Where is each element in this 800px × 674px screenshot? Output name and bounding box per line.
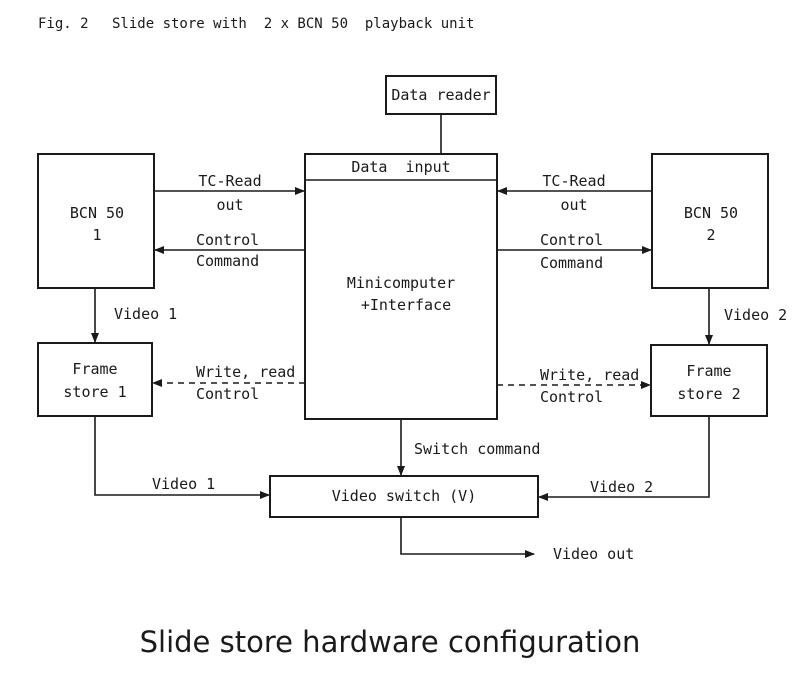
frame-store-2-number: store 2 (677, 385, 740, 403)
frame-store-2-box (650, 344, 768, 417)
frame-store-2-label: Frame (686, 362, 731, 380)
control-right-sub: Command (540, 254, 603, 272)
write-read-left-label: Write, read (196, 363, 295, 381)
tc-read-left-label: TC-Read (198, 172, 261, 190)
bcn50-1-label: BCN 50 (70, 204, 124, 222)
tc-read-right-label: TC-Read (542, 172, 605, 190)
bcn50-2-number: 2 (706, 226, 715, 244)
interface-label: +Interface (361, 296, 451, 314)
video-1-to-switch-label: Video 1 (152, 475, 215, 493)
video-out-arrow (400, 517, 535, 558)
frame-store-1-label: Frame (72, 360, 117, 378)
tc-read-left-sub: out (216, 196, 243, 214)
video-2-down-label: Video 2 (724, 306, 787, 324)
write-read-right-label: Write, read (540, 366, 639, 384)
video-out-label: Video out (553, 545, 634, 563)
bcn50-2-box (651, 153, 769, 289)
video-2-to-switch-label: Video 2 (590, 478, 653, 496)
data-input-label: Data input (351, 158, 450, 176)
write-read-right-sub: Control (540, 388, 603, 406)
control-left-sub: Command (196, 252, 259, 270)
video-1-down-label: Video 1 (114, 305, 177, 323)
figure-label: Fig. 2 (38, 16, 89, 32)
write-read-left-sub: Control (196, 385, 259, 403)
data-reader-label: Data reader (391, 86, 490, 104)
switch-command-label: Switch command (414, 440, 540, 458)
frame-store-1-number: store 1 (63, 383, 126, 401)
minicomputer-label: Minicomputer (347, 274, 455, 292)
bcn50-1-number: 1 (92, 226, 101, 244)
control-right-label: Control (540, 231, 603, 249)
figure-title: Slide store with 2 x BCN 50 playback uni… (112, 16, 474, 32)
bcn50-2-label: BCN 50 (684, 204, 738, 222)
figure-caption: Slide store hardware configuration (140, 625, 641, 659)
video-switch-label: Video switch (V) (332, 487, 477, 505)
video-2-to-switch-arrow (538, 416, 710, 501)
tc-read-right-sub: out (560, 196, 587, 214)
control-left-label: Control (196, 231, 259, 249)
video-1-to-switch-arrow (94, 416, 270, 499)
bcn50-1-box (37, 153, 155, 289)
frame-store-1-box (37, 342, 153, 417)
